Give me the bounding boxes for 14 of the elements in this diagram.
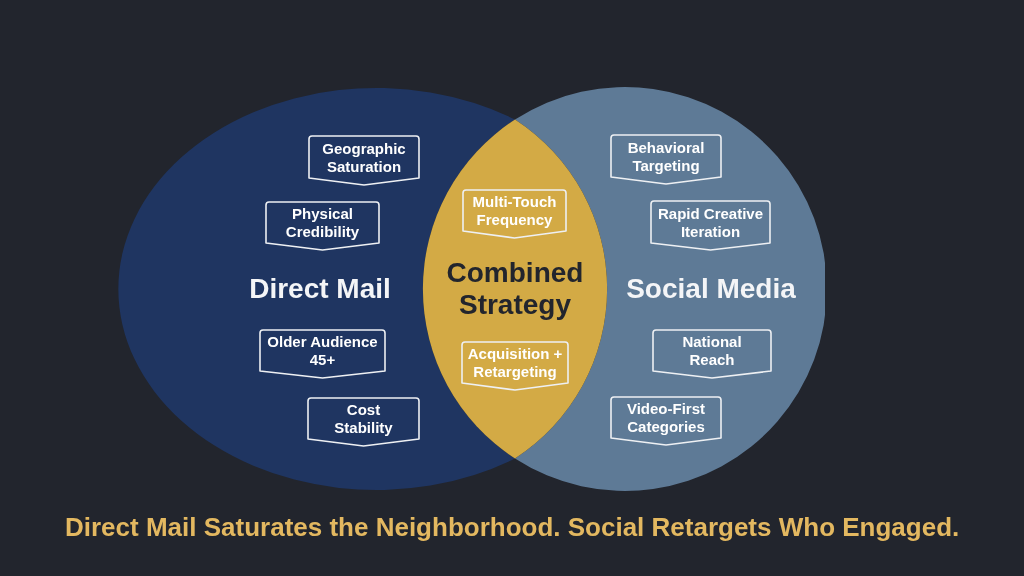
feature-tag: National Reach	[652, 329, 772, 379]
feature-tag: Physical Credibility	[265, 201, 380, 251]
circle-title: Direct Mail	[248, 273, 392, 305]
feature-tag: Older Audience 45+	[259, 329, 386, 379]
feature-tag: Behavioral Targeting	[610, 134, 722, 185]
circle-title: Social Media	[625, 273, 797, 305]
caption-text: Direct Mail Saturates the Neighborhood. Social Retargets Who Engaged.	[65, 512, 960, 542]
feature-tag: Rapid Creative Iteration	[650, 200, 771, 251]
feature-tag: Video-First Categories	[610, 396, 722, 446]
feature-tag: Multi-Touch Frequency	[462, 189, 567, 239]
feature-tag: Geographic Saturation	[308, 135, 420, 186]
feature-tag: Acquisition + Retargeting	[461, 341, 569, 391]
feature-tag: Cost Stability	[307, 397, 420, 447]
overlap-title: Combined Strategy	[445, 257, 585, 321]
